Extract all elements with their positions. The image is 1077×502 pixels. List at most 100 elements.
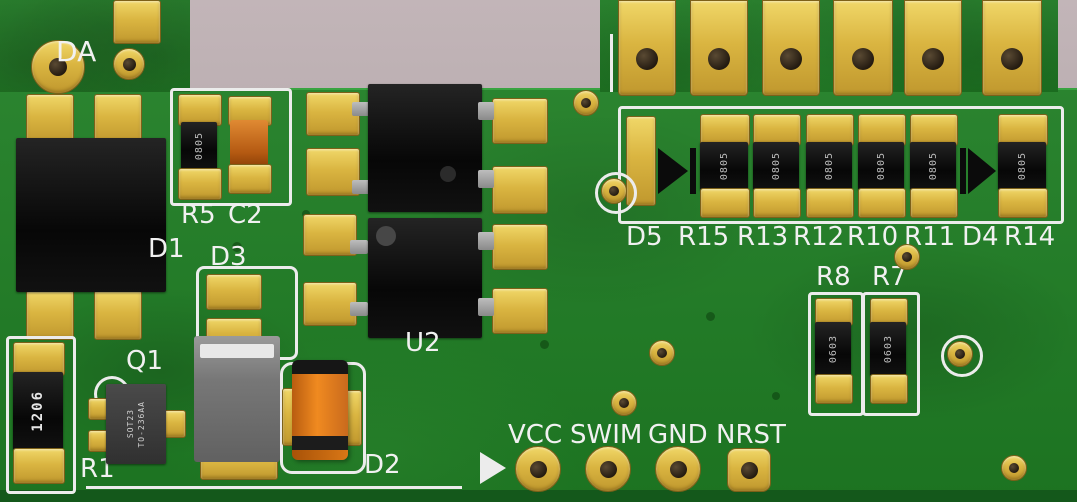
silkscreen-label-d4: D4 <box>962 222 999 252</box>
component-r11-body: 0805 <box>910 142 956 190</box>
drill-hole <box>581 98 591 108</box>
drill-hole <box>669 460 687 478</box>
edge-connector-pad <box>904 0 962 96</box>
silkscreen-label-d5: D5 <box>626 222 663 252</box>
component-r5-body: 0805 <box>181 122 217 170</box>
solder-pad <box>492 166 548 214</box>
via <box>113 48 145 80</box>
via <box>611 390 637 416</box>
capacitor-end-cap <box>228 164 272 194</box>
inductor-bottom <box>292 450 348 460</box>
component-q1-body: SOT23 TO-236AA <box>106 384 166 464</box>
solder-pad <box>303 282 357 326</box>
component-marking: 0805 <box>927 151 939 181</box>
inductor-band <box>292 436 348 450</box>
ic-lead <box>350 240 368 254</box>
component-marking: 1206 <box>30 390 46 432</box>
component-r15-body: 0805 <box>700 142 748 190</box>
solder-pad <box>113 0 161 44</box>
drill-hole <box>902 252 912 262</box>
drill-hole <box>599 460 617 478</box>
component-marking: 0603 <box>882 334 894 364</box>
solder-pad <box>26 290 74 340</box>
silkscreen-label-nrst: NRST <box>716 420 786 450</box>
silkscreen-label-vcc: VCC <box>508 420 563 450</box>
board-spot <box>540 340 549 349</box>
component-r14-body: 0805 <box>998 142 1046 190</box>
inductor-top-rim <box>292 360 348 374</box>
drill-hole <box>49 58 67 76</box>
silkscreen-label-r12: R12 <box>793 222 845 252</box>
board-spot <box>706 312 715 321</box>
header-pad-nrst <box>727 448 771 492</box>
silkscreen-label-r13: R13 <box>737 222 789 252</box>
via <box>649 340 675 366</box>
inductor-body-orange <box>292 374 348 436</box>
pcb-board-connector-edge <box>600 0 1058 92</box>
silkscreen-circle <box>941 335 983 377</box>
component-marking: SOT23 <box>126 409 135 439</box>
drill-hole <box>609 186 619 196</box>
via <box>1001 455 1027 481</box>
diode-d4-triangle <box>968 148 996 194</box>
board-spot <box>772 392 780 400</box>
resistor-end-cap <box>858 114 906 146</box>
component-marking: 0805 <box>1016 151 1028 181</box>
drill-hole <box>852 48 874 70</box>
via <box>601 178 627 204</box>
drill-hole <box>1001 48 1023 70</box>
silkscreen-label-c2: C2 <box>228 200 263 230</box>
resistor-end-cap <box>998 114 1048 146</box>
resistor-end-cap <box>700 114 750 146</box>
drill-hole <box>122 57 136 71</box>
silkscreen-label-r15: R15 <box>678 222 730 252</box>
silkscreen-label-d1: D1 <box>148 234 185 264</box>
pin1-arrow-icon <box>480 452 506 484</box>
edge-connector-pad <box>618 0 676 96</box>
pcb-bottom-edge <box>0 490 1077 502</box>
silkscreen-label-u2: U2 <box>405 328 441 358</box>
silkscreen-outline-r7 <box>862 292 920 416</box>
solder-pad <box>206 274 262 310</box>
resistor-end-cap <box>910 188 958 218</box>
silkscreen-label-r8: R8 <box>816 262 851 292</box>
drill-hole <box>1009 463 1019 473</box>
drill-hole <box>922 48 944 70</box>
silkscreen-label-q1: Q1 <box>126 346 164 376</box>
silkscreen-outline-r5-c2 <box>170 88 292 206</box>
resistor-end-cap <box>753 188 801 218</box>
silkscreen-bottom-line <box>86 486 462 489</box>
solder-pad <box>492 288 548 334</box>
silkscreen-label-swim: SWIM <box>570 420 643 450</box>
component-u2-body-top <box>368 84 482 212</box>
resistor-end-cap <box>858 188 906 218</box>
solder-pad <box>303 214 357 256</box>
solder-pad <box>492 98 548 144</box>
resistor-end-cap <box>806 188 854 218</box>
ic-lead <box>478 232 494 250</box>
resistor-end-cap <box>700 188 750 218</box>
drill-hole <box>955 349 965 359</box>
edge-connector-pad <box>833 0 893 96</box>
silkscreen-circle <box>595 172 637 214</box>
via <box>894 244 920 270</box>
through-hole-pad <box>31 40 85 94</box>
component-r8-body: 0603 <box>815 322 851 376</box>
drill-hole <box>619 398 629 408</box>
solder-pad <box>306 148 360 196</box>
diode-cathode-stripe <box>200 344 274 358</box>
drill-hole <box>529 460 547 478</box>
ic-pin1-marker <box>440 166 456 182</box>
silkscreen-label-da: DA <box>56 35 97 68</box>
edge-connector-pad <box>762 0 820 96</box>
resistor-end-cap <box>178 168 222 200</box>
solder-pad <box>26 94 74 144</box>
edge-connector-pad <box>690 0 748 96</box>
component-marking: 0805 <box>770 151 782 181</box>
ic-lead <box>352 180 370 194</box>
component-marking: 0603 <box>827 334 839 364</box>
component-marking: 0805 <box>875 151 887 181</box>
resistor-end-cap <box>13 448 65 484</box>
solder-pad <box>492 224 548 270</box>
component-r1-body: 1206 <box>13 372 63 450</box>
